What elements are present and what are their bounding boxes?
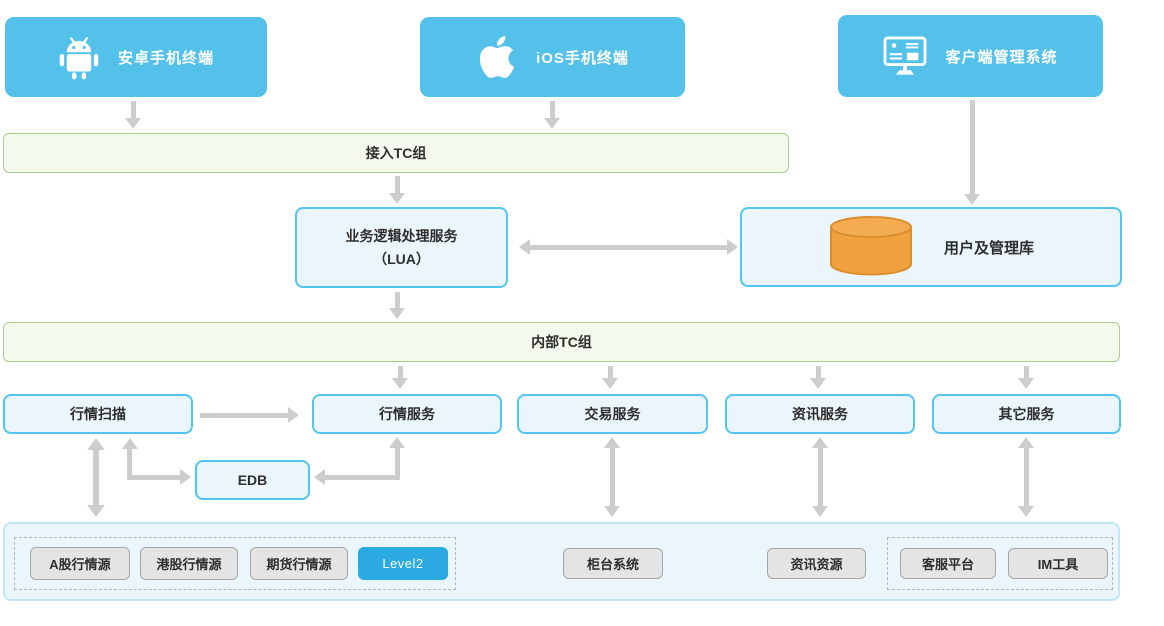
edb-box: EDB bbox=[195, 460, 310, 500]
counter-system-box: 柜台系统 bbox=[563, 548, 663, 579]
im-tool-box: IM工具 bbox=[1008, 548, 1108, 579]
service-box-market: 行情服务 bbox=[312, 394, 502, 434]
logic-service-box: 业务逻辑处理服务 （LUA） bbox=[295, 207, 508, 288]
internal-tc-bar: 内部TC组 bbox=[3, 322, 1120, 362]
source-box-level2: Level2 bbox=[358, 547, 448, 580]
source-level2-label: Level2 bbox=[382, 556, 424, 571]
service-trade-label: 交易服务 bbox=[584, 406, 641, 422]
service-market-label: 行情服务 bbox=[379, 406, 435, 422]
im-tool-label: IM工具 bbox=[1037, 557, 1079, 572]
service-box-scan: 行情扫描 bbox=[3, 394, 193, 434]
user-db-box: 用户及管理库 bbox=[740, 207, 1122, 287]
ios-terminal-box: iOS手机终端 bbox=[420, 17, 685, 97]
source-box-hkshare: 港股行情源 bbox=[140, 547, 238, 580]
android-terminal-label: 安卓手机终端 bbox=[117, 49, 214, 67]
source-ashare-label: A股行情源 bbox=[49, 557, 111, 572]
support-platform-label: 客服平台 bbox=[921, 557, 974, 572]
service-info-label: 资讯服务 bbox=[792, 406, 848, 422]
client-mgmt-box: 客户端管理系统 bbox=[838, 15, 1103, 97]
counter-system-label: 柜台系统 bbox=[586, 557, 639, 572]
apple-icon bbox=[476, 34, 518, 80]
access-tc-bar: 接入TC组 bbox=[3, 133, 789, 173]
ios-terminal-label: iOS手机终端 bbox=[536, 49, 629, 67]
service-box-trade: 交易服务 bbox=[517, 394, 708, 434]
logic-service-line1: 业务逻辑处理服务 bbox=[345, 228, 458, 244]
access-tc-label: 接入TC组 bbox=[365, 145, 427, 161]
android-terminal-box: 安卓手机终端 bbox=[5, 17, 267, 97]
service-scan-label: 行情扫描 bbox=[70, 406, 126, 422]
android-icon bbox=[58, 34, 100, 81]
edb-label: EDB bbox=[237, 472, 268, 488]
client-mgmt-label: 客户端管理系统 bbox=[945, 48, 1058, 66]
info-source-label: 资讯资源 bbox=[790, 557, 843, 572]
user-db-label: 用户及管理库 bbox=[943, 239, 1034, 257]
source-box-ashare: A股行情源 bbox=[30, 547, 130, 580]
service-other-label: 其它服务 bbox=[998, 406, 1055, 422]
monitor-icon bbox=[883, 36, 927, 76]
database-icon bbox=[828, 215, 914, 280]
logic-service-line2: （LUA） bbox=[373, 251, 430, 267]
info-source-box: 资讯资源 bbox=[767, 548, 866, 579]
source-futures-label: 期货行情源 bbox=[266, 557, 332, 572]
source-hkshare-label: 港股行情源 bbox=[156, 557, 222, 572]
market-sources-group bbox=[14, 537, 456, 590]
service-box-info: 资讯服务 bbox=[725, 394, 915, 434]
service-box-other: 其它服务 bbox=[932, 394, 1121, 434]
internal-tc-label: 内部TC组 bbox=[531, 334, 592, 350]
support-platform-box: 客服平台 bbox=[900, 548, 996, 579]
support-tools-group bbox=[887, 537, 1113, 590]
source-box-futures: 期货行情源 bbox=[250, 547, 348, 580]
